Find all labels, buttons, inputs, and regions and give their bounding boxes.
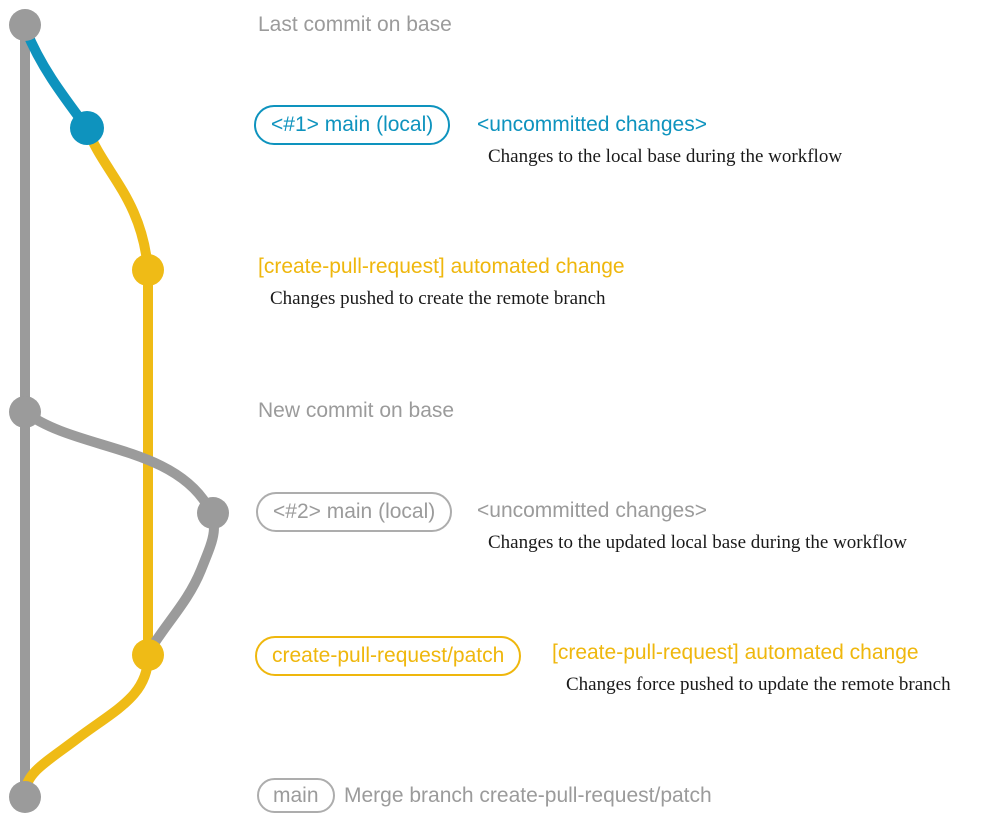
- description-local-base-changes-1: Changes to the local base during the wor…: [488, 146, 843, 167]
- commit-dot-automated-2: [132, 639, 164, 671]
- branch-pill-main: main: [257, 778, 335, 813]
- commit-dot-automated-1: [132, 254, 164, 286]
- commit-dot-new-base: [9, 396, 41, 428]
- description-local-base-changes-2: Changes to the updated local base during…: [488, 532, 907, 553]
- description-force-push-update-remote: Changes force pushed to update the remot…: [566, 674, 951, 695]
- main-local-branch-line-2: [20, 407, 219, 658]
- annotation-uncommitted-changes-2: <uncommitted changes>: [477, 499, 707, 522]
- commit-graph: [9, 9, 229, 813]
- commit-dot-uncommitted-1: [70, 111, 104, 145]
- annotation-uncommitted-changes-1: <uncommitted changes>: [477, 113, 707, 136]
- branch-pill-main-local-2: <#2> main (local): [256, 492, 453, 532]
- annotation-automated-change-1: [create-pull-request] automated change: [258, 255, 625, 278]
- annotation-automated-change-2: [create-pull-request] automated change: [552, 641, 919, 664]
- commit-dot-merge: [9, 781, 41, 813]
- label-last-commit-on-base: Last commit on base: [258, 13, 452, 36]
- description-push-create-remote: Changes pushed to create the remote bran…: [270, 288, 606, 309]
- commit-dot-last-base: [9, 9, 41, 41]
- commit-dot-uncommitted-2: [197, 497, 229, 529]
- main-local-branch-line-1: [21, 25, 92, 133]
- branch-pill-patch: create-pull-request/patch: [255, 636, 522, 676]
- label-new-commit-on-base: New commit on base: [258, 399, 455, 422]
- label-merge-branch: Merge branch create-pull-request/patch: [344, 784, 712, 807]
- patch-branch-line: [20, 123, 154, 798]
- branch-pill-main-local-1: <#1> main (local): [254, 105, 451, 145]
